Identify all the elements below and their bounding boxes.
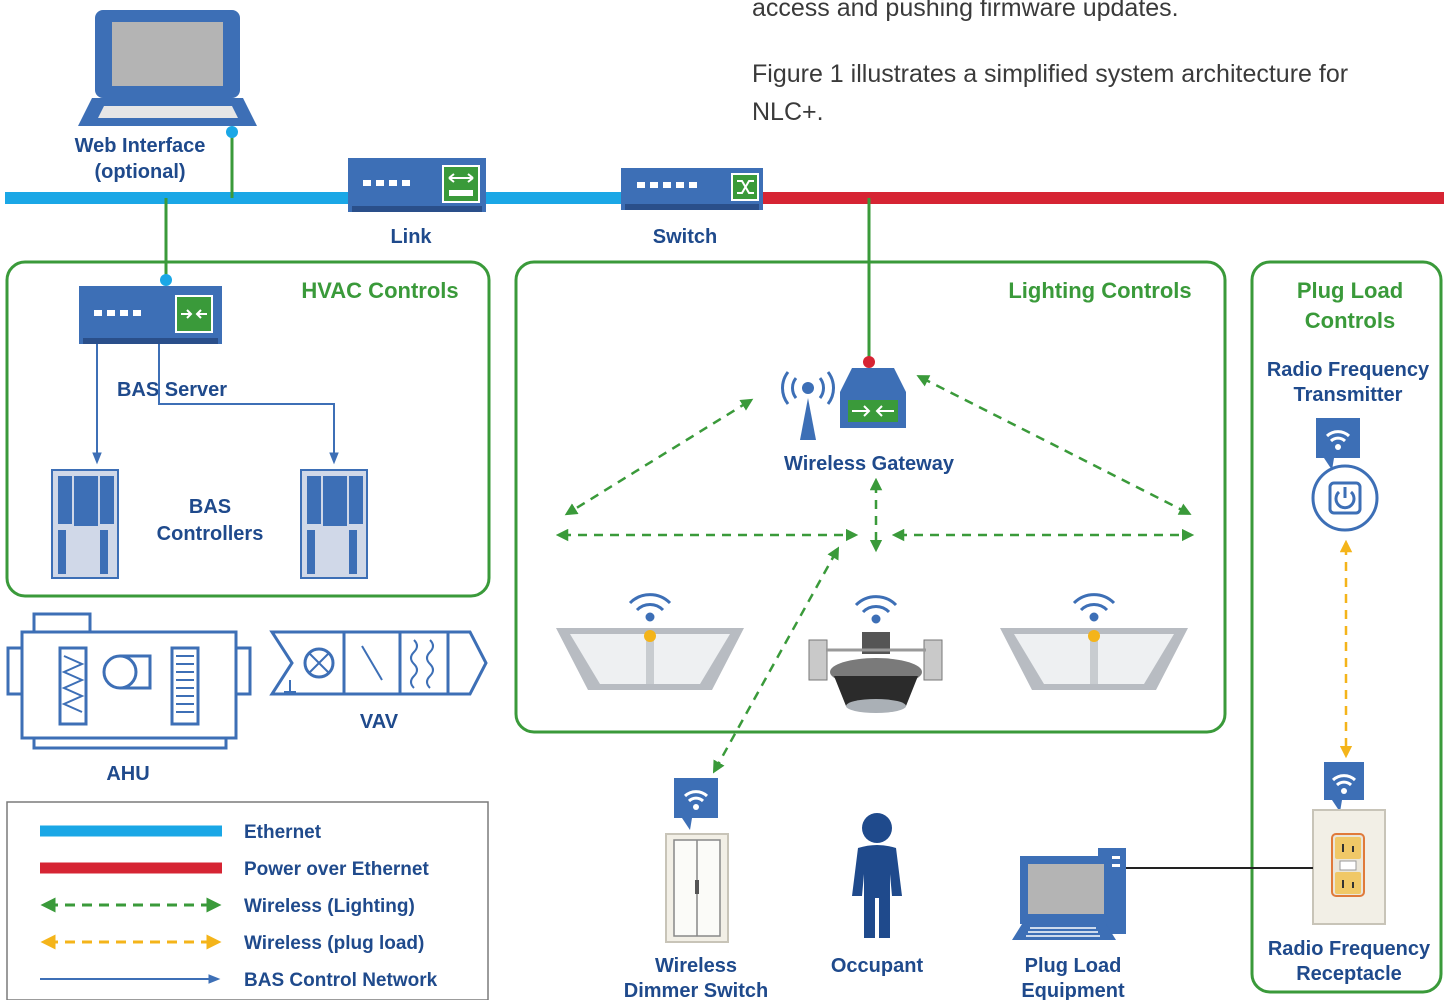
wireless-dimmer-label: Wireless <box>655 955 737 977</box>
wireless-lighting-links <box>555 375 1195 774</box>
troffer-light-icon <box>556 628 744 690</box>
legend-poe-label: Power over Ethernet <box>244 859 429 880</box>
rf-receptacle-label: Receptacle <box>1296 963 1402 985</box>
plug-load-controls-label: Plug Load <box>1297 278 1403 303</box>
switch-device-icon <box>621 168 763 210</box>
rf-transmitter-label: Radio Frequency <box>1267 359 1430 381</box>
legend-bas-network-label: BAS Control Network <box>244 970 438 991</box>
dimmer-switch-icon <box>665 833 729 943</box>
power-button-icon <box>1311 464 1379 532</box>
wifi-icon <box>628 593 672 622</box>
ahu-icon <box>6 612 252 750</box>
web-interface-label: (optional) <box>94 161 185 183</box>
ahu-label: AHU <box>106 763 149 785</box>
wireless-gateway-label: Wireless Gateway <box>784 453 955 475</box>
wireless-gateway-icon <box>781 368 906 440</box>
laptop-icon <box>78 10 257 126</box>
paragraph-line: NLC+. <box>752 98 824 126</box>
switch-label: Switch <box>653 226 717 248</box>
link-device-icon <box>348 158 486 212</box>
plug-load-controls-box <box>1250 260 1443 994</box>
bas-controller-icon <box>51 469 119 579</box>
rf-transmitter-label: Transmitter <box>1294 384 1403 406</box>
web-interface-label: Web Interface <box>75 135 206 157</box>
desktop-computer-icon <box>1012 848 1126 940</box>
vav-icon <box>269 630 488 696</box>
paragraph-line: Figure 1 illustrates a simplified system… <box>752 60 1349 88</box>
wifi-icon <box>1072 593 1116 622</box>
legend-box <box>6 801 489 1000</box>
lighting-controls-label: Lighting Controls <box>1008 278 1191 303</box>
paragraph-line: access and pushing firmware updates. <box>752 0 1179 22</box>
bas-server-label: BAS Server <box>117 379 227 401</box>
legend-wireless-lighting-label: Wireless (Lighting) <box>244 896 415 917</box>
rf-receptacle-icon <box>1312 809 1386 925</box>
bas-controller-icon <box>300 469 368 579</box>
troffer-light-icon <box>1000 628 1188 690</box>
legend-ethernet-label: Ethernet <box>244 822 322 843</box>
bas-network-arrow <box>158 344 339 465</box>
downlight-icon <box>808 632 943 713</box>
vav-label: VAV <box>360 711 399 733</box>
bas-controllers-label: Controllers <box>157 523 264 545</box>
wifi-badge-icon <box>1324 762 1364 812</box>
connection-dot <box>226 126 238 138</box>
wifi-badge-icon <box>1316 418 1360 470</box>
plug-load-controls-label: Controls <box>1305 308 1395 333</box>
plug-load-equipment-label: Plug Load <box>1025 955 1122 977</box>
link-label: Link <box>390 226 432 248</box>
plug-load-equipment-label: Equipment <box>1021 980 1125 1000</box>
wifi-badge-icon <box>674 778 718 830</box>
connection-dot <box>160 274 172 286</box>
hvac-controls-box <box>5 260 491 598</box>
bas-server-icon <box>79 286 222 344</box>
legend-wireless-plug-label: Wireless (plug load) <box>244 933 424 954</box>
occupant-label: Occupant <box>831 955 924 977</box>
wifi-icon <box>854 595 898 624</box>
wireless-dimmer-label: Dimmer Switch <box>624 980 768 1000</box>
person-icon <box>852 813 902 938</box>
bas-controllers-label: BAS <box>189 496 231 518</box>
rf-receptacle-label: Radio Frequency <box>1268 938 1431 960</box>
connection-dot <box>863 356 875 368</box>
hvac-controls-label: HVAC Controls <box>301 278 458 303</box>
